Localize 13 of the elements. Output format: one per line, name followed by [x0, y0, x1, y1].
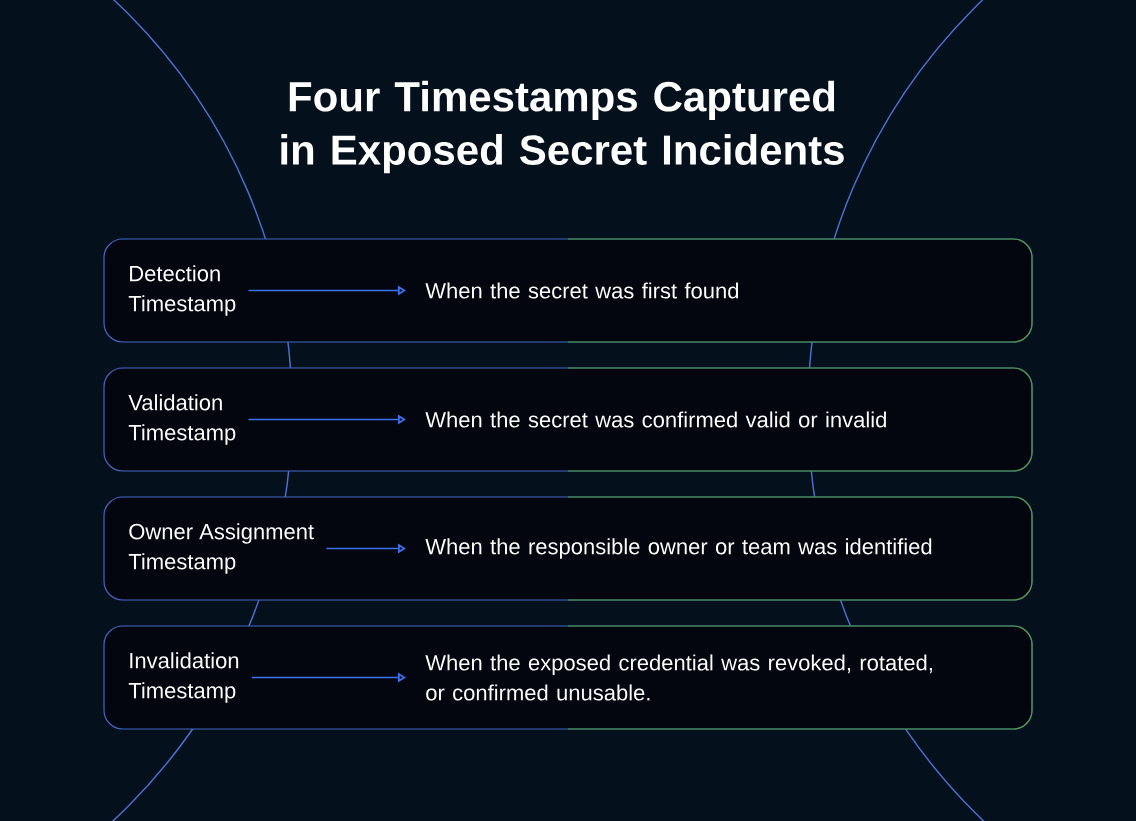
card: [103, 238, 1033, 343]
card: [103, 367, 1033, 472]
card: [103, 625, 1033, 730]
term-label: Invalidation Timestamp: [128, 652, 239, 703]
term-label: Detection Timestamp: [128, 265, 236, 316]
description-text: When the secret was first found: [425, 282, 739, 299]
title: Four Timestamps Captured in Exposed Secret Incidents: [281, 80, 844, 174]
term-label: Validation Timestamp: [128, 394, 236, 445]
term-label: Owner Assignment Timestamp: [128, 523, 314, 574]
description-text: When the responsible owner or team was identified: [425, 538, 932, 559]
description-text: When the secret was confirmed valid or invalid: [425, 411, 886, 428]
card: [103, 496, 1033, 601]
description-text: When the exposed credential was revoked, rotated, or confirmed unusable.: [425, 654, 932, 701]
